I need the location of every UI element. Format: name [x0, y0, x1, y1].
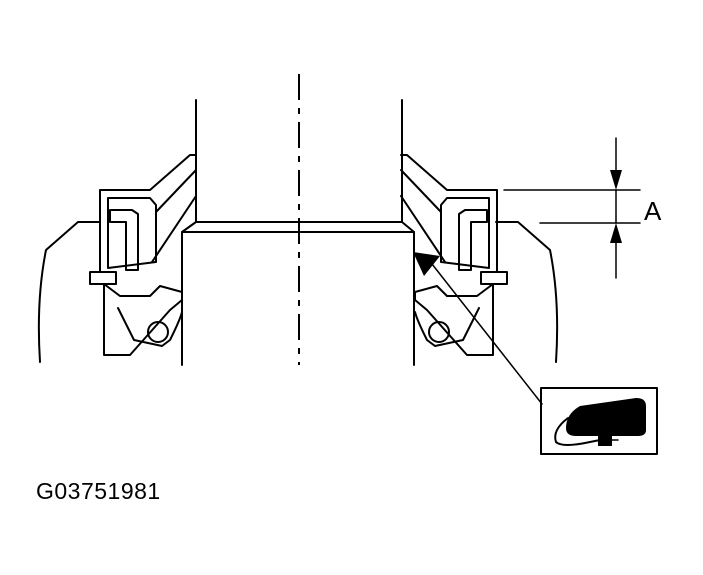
right-seal [400, 154, 508, 356]
housing [37, 221, 559, 363]
dimension-label: A [644, 196, 662, 226]
dimension-a: A [503, 137, 662, 279]
grease-leader [413, 252, 543, 405]
grease-symbol [540, 387, 658, 455]
left-seal [89, 154, 197, 356]
figure-code: G03751981 [36, 478, 161, 504]
